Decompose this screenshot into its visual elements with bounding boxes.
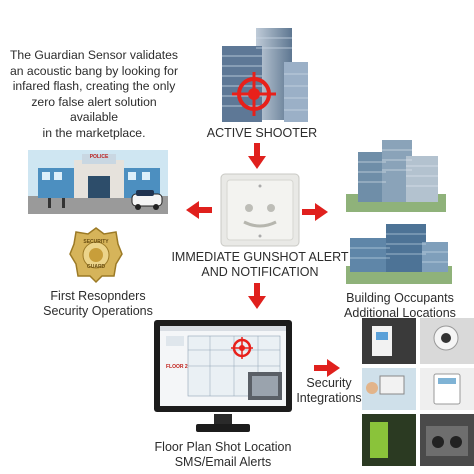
gunshot-alert-line: IMMEDIATE GUNSHOT ALERT bbox=[171, 250, 349, 264]
police-station-image: POLICE bbox=[28, 150, 168, 214]
floor-plan-line: SMS/Email Alerts bbox=[174, 455, 272, 469]
floor-plan-line: Floor Plan Shot Location bbox=[154, 440, 292, 454]
crosshair-icon bbox=[231, 337, 253, 359]
floor-plan-label: Floor Plan Shot Location SMS/Email Alert… bbox=[134, 440, 312, 470]
office-buildings-image bbox=[346, 134, 446, 212]
arrow-left-icon bbox=[186, 201, 212, 219]
arrow-right-icon bbox=[302, 203, 328, 221]
arrow-down-icon bbox=[248, 283, 266, 309]
building-occupants-line: Building Occupants bbox=[346, 291, 454, 305]
gunshot-alert-line: AND NOTIFICATION bbox=[201, 265, 319, 279]
screen-floor-label: FLOOR 2 bbox=[166, 364, 188, 370]
arrow-down-icon bbox=[248, 143, 266, 169]
security-integrations-line: Security bbox=[306, 376, 352, 390]
intro-line: The Guardian Sensor validates bbox=[9, 48, 178, 62]
campus-buildings-image bbox=[346, 216, 452, 284]
gunshot-alert-label: IMMEDIATE GUNSHOT ALERT AND NOTIFICATION bbox=[168, 250, 352, 280]
crosshair-icon bbox=[232, 72, 276, 116]
integrations-collage-image bbox=[362, 318, 474, 468]
security-integrations-label: Security Integrations bbox=[296, 376, 362, 406]
security-guard-badge-icon: SECURITY GUARD bbox=[68, 226, 124, 284]
floor-plan-monitor-image: FLOOR 2 bbox=[152, 318, 294, 436]
first-responders-line: First Resopnders bbox=[50, 289, 146, 303]
building-occupants-line: Additional Locations bbox=[344, 306, 456, 320]
intro-paragraph: The Guardian Sensor validates an acousti… bbox=[8, 48, 180, 141]
intro-line: infared flash, creating the only bbox=[12, 79, 176, 93]
first-responders-line: Security Operations bbox=[43, 304, 153, 318]
first-responders-label: First Resopnders Security Operations bbox=[28, 289, 168, 319]
active-shooter-image bbox=[212, 22, 312, 126]
arrow-right-icon bbox=[314, 359, 340, 377]
building-occupants-label: Building Occupants Additional Locations bbox=[336, 291, 464, 321]
intro-line: zero false alert solution available bbox=[31, 94, 157, 125]
badge-top-text: SECURITY bbox=[83, 239, 109, 245]
badge-bottom-text: GUARD bbox=[86, 264, 106, 270]
guardian-sensor-image bbox=[219, 172, 301, 248]
active-shooter-label: ACTIVE SHOOTER bbox=[206, 126, 318, 140]
intro-line: an acoustic bang by looking for bbox=[9, 63, 179, 78]
security-integrations-line: Integrations bbox=[296, 391, 362, 405]
intro-line: in the marketplace. bbox=[42, 125, 146, 140]
police-sign: POLICE bbox=[89, 154, 109, 160]
